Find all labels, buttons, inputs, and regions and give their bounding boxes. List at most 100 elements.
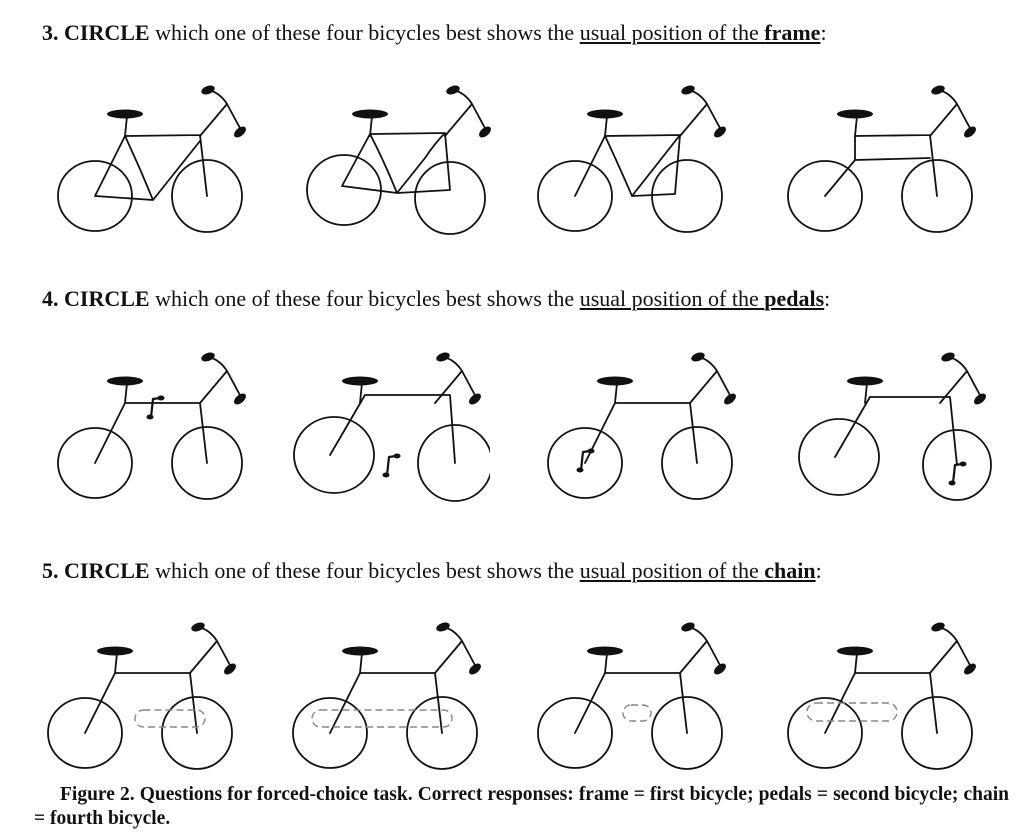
frame: [584, 402, 698, 464]
rear-wheel: [787, 697, 863, 769]
handlebar-grip: [724, 393, 736, 405]
chain: [311, 709, 453, 728]
handlebar-grip: [964, 663, 976, 675]
bicycle-chain-4: [787, 622, 976, 770]
question-4: 4. CIRCLE which one of these four bicycl…: [42, 286, 831, 311]
handlebar-grip: [224, 663, 236, 675]
rear-wheel: [57, 160, 133, 232]
bicycle-frame-3: [537, 85, 726, 233]
handlebar-grip: [681, 85, 695, 95]
seat: [342, 646, 378, 656]
handlebar-grip: [436, 352, 450, 362]
rear-wheel: [47, 697, 123, 769]
handlebar: [679, 626, 722, 674]
bicycle-chain-2: [292, 622, 481, 770]
seat: [352, 109, 388, 119]
bicycle-frame-2: [306, 85, 491, 235]
handlebar-grip: [469, 393, 481, 405]
handlebar-grip: [201, 352, 215, 362]
seat-post: [614, 382, 618, 404]
pedal-foot: [382, 472, 390, 478]
frame: [834, 396, 958, 466]
handlebar: [689, 356, 732, 404]
handlebar-grip: [436, 622, 450, 632]
seat-post: [864, 382, 868, 404]
rear-wheel: [537, 160, 613, 232]
frame: [329, 672, 443, 734]
frame: [341, 132, 451, 194]
seat-post: [124, 382, 128, 404]
handlebar-grip: [469, 663, 481, 675]
seat: [597, 376, 633, 386]
bicycle-pedals-2: [293, 352, 490, 502]
seat-post: [854, 652, 858, 674]
seat: [837, 109, 873, 119]
handlebar: [679, 89, 722, 137]
frame: [574, 134, 681, 197]
handlebar-grip: [714, 126, 726, 138]
handlebar: [929, 89, 972, 137]
handlebar-grip: [234, 393, 246, 405]
pedal-foot: [948, 480, 956, 486]
bicycle-chain-1: [47, 622, 236, 770]
handlebar: [199, 89, 242, 137]
handlebar: [189, 626, 232, 674]
pedal-foot: [587, 448, 595, 454]
front-wheel: [651, 159, 723, 233]
frame: [824, 134, 938, 197]
bicycle-frame-4: [787, 85, 976, 233]
seat: [847, 376, 883, 386]
seat: [107, 109, 143, 119]
front-wheel: [901, 696, 973, 770]
chain: [134, 709, 206, 728]
handlebar: [444, 89, 487, 137]
chain: [622, 704, 652, 722]
rear-wheel: [547, 427, 623, 499]
rear-wheel: [306, 154, 382, 226]
handlebar-grip: [191, 622, 205, 632]
handlebar-grip: [931, 622, 945, 632]
front-wheel: [171, 159, 243, 233]
handlebar: [199, 356, 242, 404]
pedal-foot: [576, 467, 584, 473]
pedal: [951, 462, 964, 485]
rear-wheel: [57, 427, 133, 499]
front-wheel: [922, 429, 992, 501]
handlebar-grip: [974, 393, 986, 405]
front-wheel: [651, 696, 723, 770]
front-wheel: [661, 426, 733, 500]
frame: [84, 672, 198, 734]
pedal-foot: [146, 414, 154, 420]
seat: [587, 109, 623, 119]
handlebar-grip: [941, 352, 955, 362]
seat-post: [124, 115, 128, 137]
handlebar-grip: [479, 126, 491, 138]
rear-wheel: [798, 418, 880, 496]
question-5: 5. CIRCLE which one of these four bicycl…: [42, 558, 822, 583]
rear-wheel: [293, 416, 375, 494]
frame: [329, 394, 456, 464]
frame: [574, 672, 688, 734]
handlebar-grip: [446, 85, 460, 95]
handlebar-grip: [691, 352, 705, 362]
handlebar-grip: [201, 85, 215, 95]
handlebar: [929, 626, 972, 674]
seat-post: [854, 115, 858, 137]
front-wheel: [901, 159, 973, 233]
frame: [94, 134, 208, 201]
bicycle-frame-1: [57, 85, 246, 233]
pedal-foot: [157, 395, 165, 401]
frame: [94, 402, 208, 464]
pedal: [149, 396, 162, 419]
handlebar-grip: [714, 663, 726, 675]
handlebar-grip: [931, 85, 945, 95]
seat: [97, 646, 133, 656]
chain: [806, 702, 898, 722]
seat: [837, 646, 873, 656]
handlebar-grip: [964, 126, 976, 138]
seat: [107, 376, 143, 386]
rear-wheel: [537, 697, 613, 769]
pedal-foot: [959, 461, 967, 467]
seat-post: [369, 115, 373, 137]
handlebar-grip: [681, 622, 695, 632]
